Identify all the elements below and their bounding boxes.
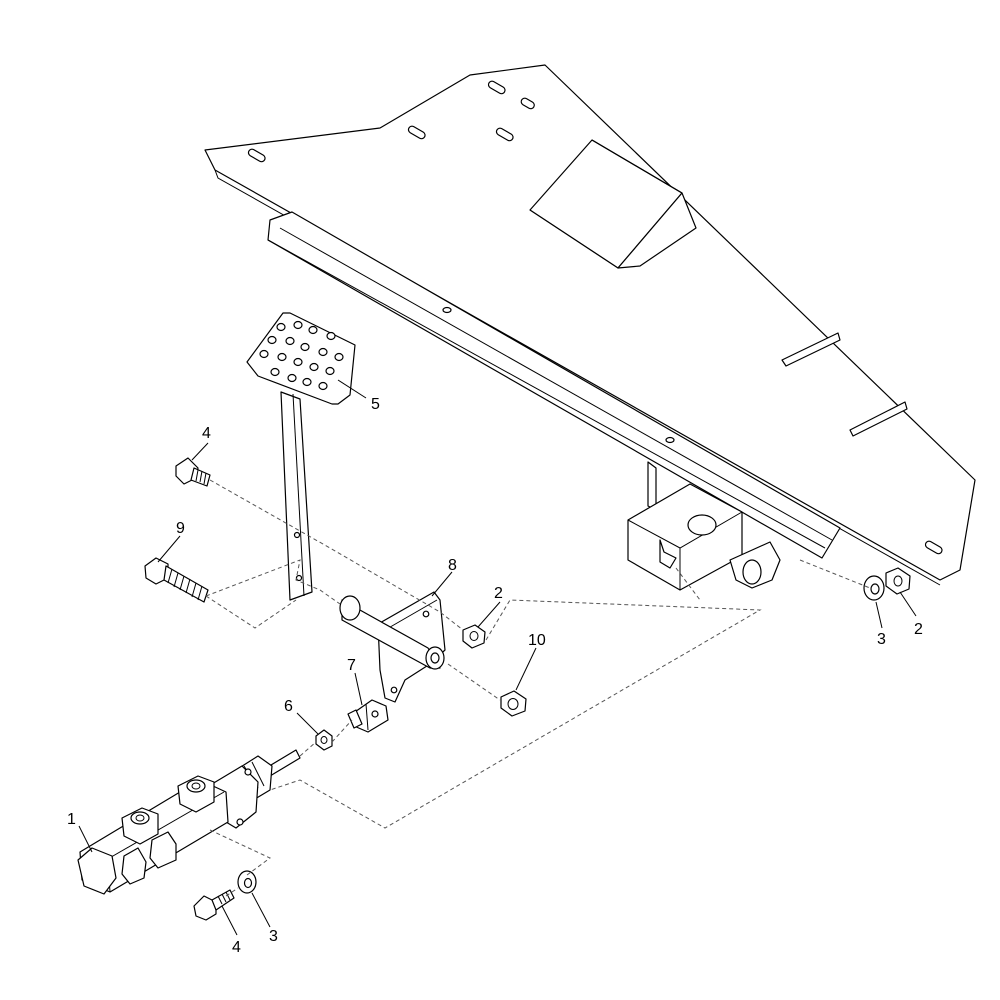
nut-10 — [500, 690, 527, 717]
bolt-long — [144, 557, 209, 603]
nut-left — [462, 624, 486, 649]
callout-2-right: 2 — [914, 621, 923, 638]
support-beam — [267, 211, 841, 559]
callout-1: 1 — [67, 811, 76, 828]
callout-4-lower: 4 — [232, 939, 241, 956]
callout-6: 6 — [284, 698, 293, 715]
master-cylinder — [77, 749, 301, 895]
callout-2-left: 2 — [494, 585, 503, 602]
nut-right — [885, 567, 911, 595]
pedal-tread-holes — [259, 320, 344, 391]
brake-pedal — [246, 312, 356, 601]
callout-3-lower: 3 — [269, 928, 278, 945]
callout-8: 8 — [448, 557, 457, 574]
jam-nut — [315, 729, 333, 751]
callout-9: 9 — [176, 520, 185, 537]
leader-lines — [78, 379, 917, 936]
wedge-block — [529, 139, 697, 269]
callout-10: 10 — [528, 632, 546, 649]
washer-lower — [237, 870, 257, 894]
pivot-bracket — [339, 591, 446, 703]
clevis — [347, 699, 389, 733]
callout-7: 7 — [347, 657, 356, 674]
callout-3-right: 3 — [877, 631, 886, 648]
callout-5: 5 — [371, 396, 380, 413]
callout-labels: 1 2 2 3 3 4 4 5 6 7 8 9 10 — [67, 396, 923, 956]
bolt-upper — [175, 457, 211, 487]
callout-4-upper: 4 — [202, 425, 211, 442]
assembly-lines — [205, 479, 871, 897]
washer-right — [863, 575, 885, 601]
bolt-lower — [193, 889, 235, 921]
pedal-mount-bracket — [627, 461, 781, 591]
